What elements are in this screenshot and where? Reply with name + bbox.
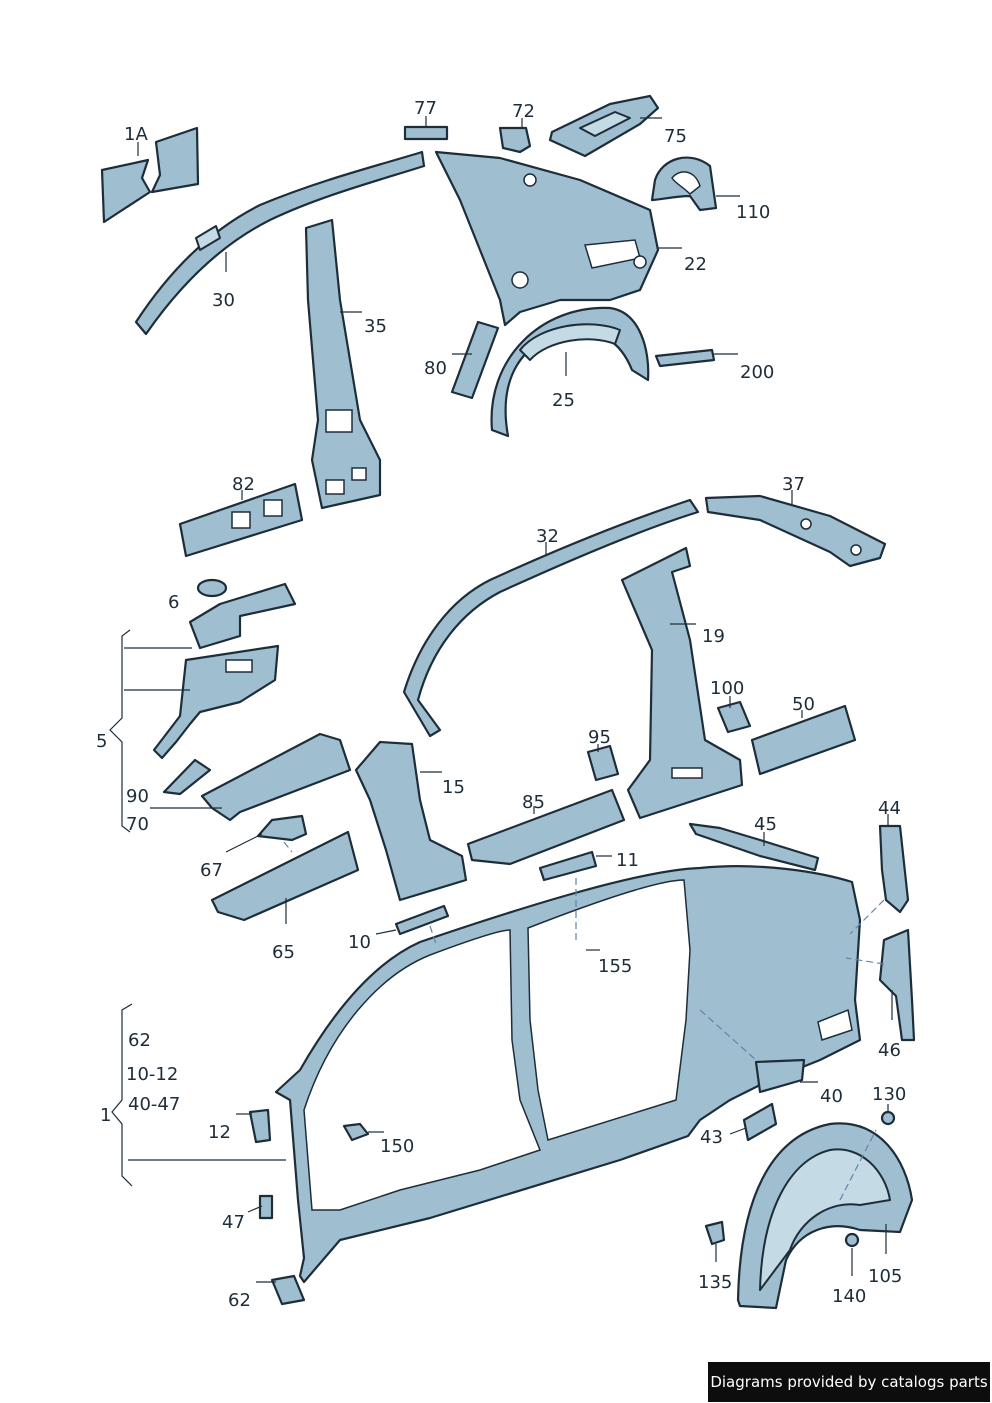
label-80: 80 xyxy=(424,358,447,379)
part-22-quarter-inner[interactable] xyxy=(434,150,660,327)
part-50[interactable] xyxy=(750,704,857,776)
label-5: 5 xyxy=(96,731,107,752)
label-155: 155 xyxy=(598,956,632,977)
part-25-wheelhouse[interactable] xyxy=(490,306,650,438)
label-45: 45 xyxy=(754,814,777,835)
part-12[interactable] xyxy=(248,1108,272,1144)
label-135: 135 xyxy=(698,1272,732,1293)
label-1A: 1A xyxy=(124,124,148,145)
leader-lines xyxy=(109,116,893,1283)
part-32-roof-frame[interactable] xyxy=(402,498,700,738)
label-110: 110 xyxy=(736,202,770,223)
part-5-inner-panel[interactable] xyxy=(152,644,280,760)
part-30-roof-rail[interactable] xyxy=(134,150,426,336)
label-32: 32 xyxy=(536,526,559,547)
label-44: 44 xyxy=(878,798,901,819)
part-1A[interactable] xyxy=(100,126,200,224)
label-62-group: 62 xyxy=(128,1030,151,1051)
label-100: 100 xyxy=(710,678,744,699)
label-95: 95 xyxy=(588,727,611,748)
label-50: 50 xyxy=(792,694,815,715)
label-40: 40 xyxy=(820,1086,843,1107)
part-95[interactable] xyxy=(586,744,620,782)
part-100[interactable] xyxy=(716,700,752,734)
label-35: 35 xyxy=(364,316,387,337)
part-19-b-pillar[interactable] xyxy=(620,546,744,820)
assembly-lines xyxy=(283,841,885,1201)
label-25: 25 xyxy=(552,390,575,411)
part-110[interactable] xyxy=(650,156,718,212)
part-82-foam-block[interactable] xyxy=(178,482,304,558)
part-77[interactable] xyxy=(403,125,449,141)
label-150: 150 xyxy=(380,1136,414,1157)
part-200[interactable] xyxy=(654,348,716,368)
part-130-clip[interactable] xyxy=(880,1110,896,1126)
label-30: 30 xyxy=(212,290,235,311)
part-43[interactable] xyxy=(742,1102,778,1142)
label-11: 11 xyxy=(616,850,639,871)
part-150-bolt[interactable] xyxy=(342,1122,370,1142)
label-47: 47 xyxy=(222,1212,245,1233)
label-15: 15 xyxy=(442,777,465,798)
label-19: 19 xyxy=(702,626,725,647)
label-10-12: 10-12 xyxy=(126,1064,178,1085)
label-46: 46 xyxy=(878,1040,901,1061)
part-10[interactable] xyxy=(394,904,450,936)
label-77: 77 xyxy=(414,98,437,119)
part-44[interactable] xyxy=(878,824,910,914)
label-6: 6 xyxy=(168,592,179,613)
label-22: 22 xyxy=(684,254,707,275)
label-70: 70 xyxy=(126,814,149,835)
label-200: 200 xyxy=(740,362,774,383)
part-65[interactable] xyxy=(210,830,360,922)
part-40[interactable] xyxy=(754,1058,806,1094)
label-37: 37 xyxy=(782,474,805,495)
part-135-clip[interactable] xyxy=(704,1220,726,1246)
label-10: 10 xyxy=(348,932,371,953)
part-47[interactable] xyxy=(258,1194,274,1220)
label-105: 105 xyxy=(868,1266,902,1287)
part-140-screw[interactable] xyxy=(844,1232,860,1248)
part-46[interactable] xyxy=(878,928,916,1042)
label-65: 65 xyxy=(272,942,295,963)
label-1: 1 xyxy=(100,1105,111,1126)
label-67: 67 xyxy=(200,860,223,881)
part-11[interactable] xyxy=(538,850,598,882)
part-72[interactable] xyxy=(498,126,532,154)
label-85: 85 xyxy=(522,792,545,813)
part-labels: 1A 77 72 75 110 22 30 35 80 25 200 82 37… xyxy=(96,98,906,1311)
part-15-a-pillar-lower[interactable] xyxy=(354,740,468,902)
label-43: 43 xyxy=(700,1127,723,1148)
part-90[interactable] xyxy=(162,758,212,796)
label-72: 72 xyxy=(512,101,535,122)
part-62[interactable] xyxy=(270,1274,306,1306)
part-6[interactable] xyxy=(188,578,297,650)
part-80[interactable] xyxy=(450,320,500,400)
part-70[interactable] xyxy=(200,732,352,822)
label-12: 12 xyxy=(208,1122,231,1143)
attribution-banner: Diagrams provided by catalogs parts xyxy=(708,1362,990,1402)
part-67[interactable] xyxy=(256,814,308,842)
part-75[interactable] xyxy=(548,94,660,158)
part-1-side-panel[interactable] xyxy=(274,865,862,1284)
part-35-b-pillar-inner[interactable] xyxy=(304,218,382,510)
label-82: 82 xyxy=(232,474,255,495)
label-40-47: 40-47 xyxy=(128,1094,180,1115)
label-90: 90 xyxy=(126,786,149,807)
label-62: 62 xyxy=(228,1290,251,1311)
label-140: 140 xyxy=(832,1286,866,1307)
part-45[interactable] xyxy=(688,822,820,872)
part-37[interactable] xyxy=(704,494,887,568)
label-130: 130 xyxy=(872,1084,906,1105)
label-75: 75 xyxy=(664,126,687,147)
part-85-sill[interactable] xyxy=(466,788,626,866)
